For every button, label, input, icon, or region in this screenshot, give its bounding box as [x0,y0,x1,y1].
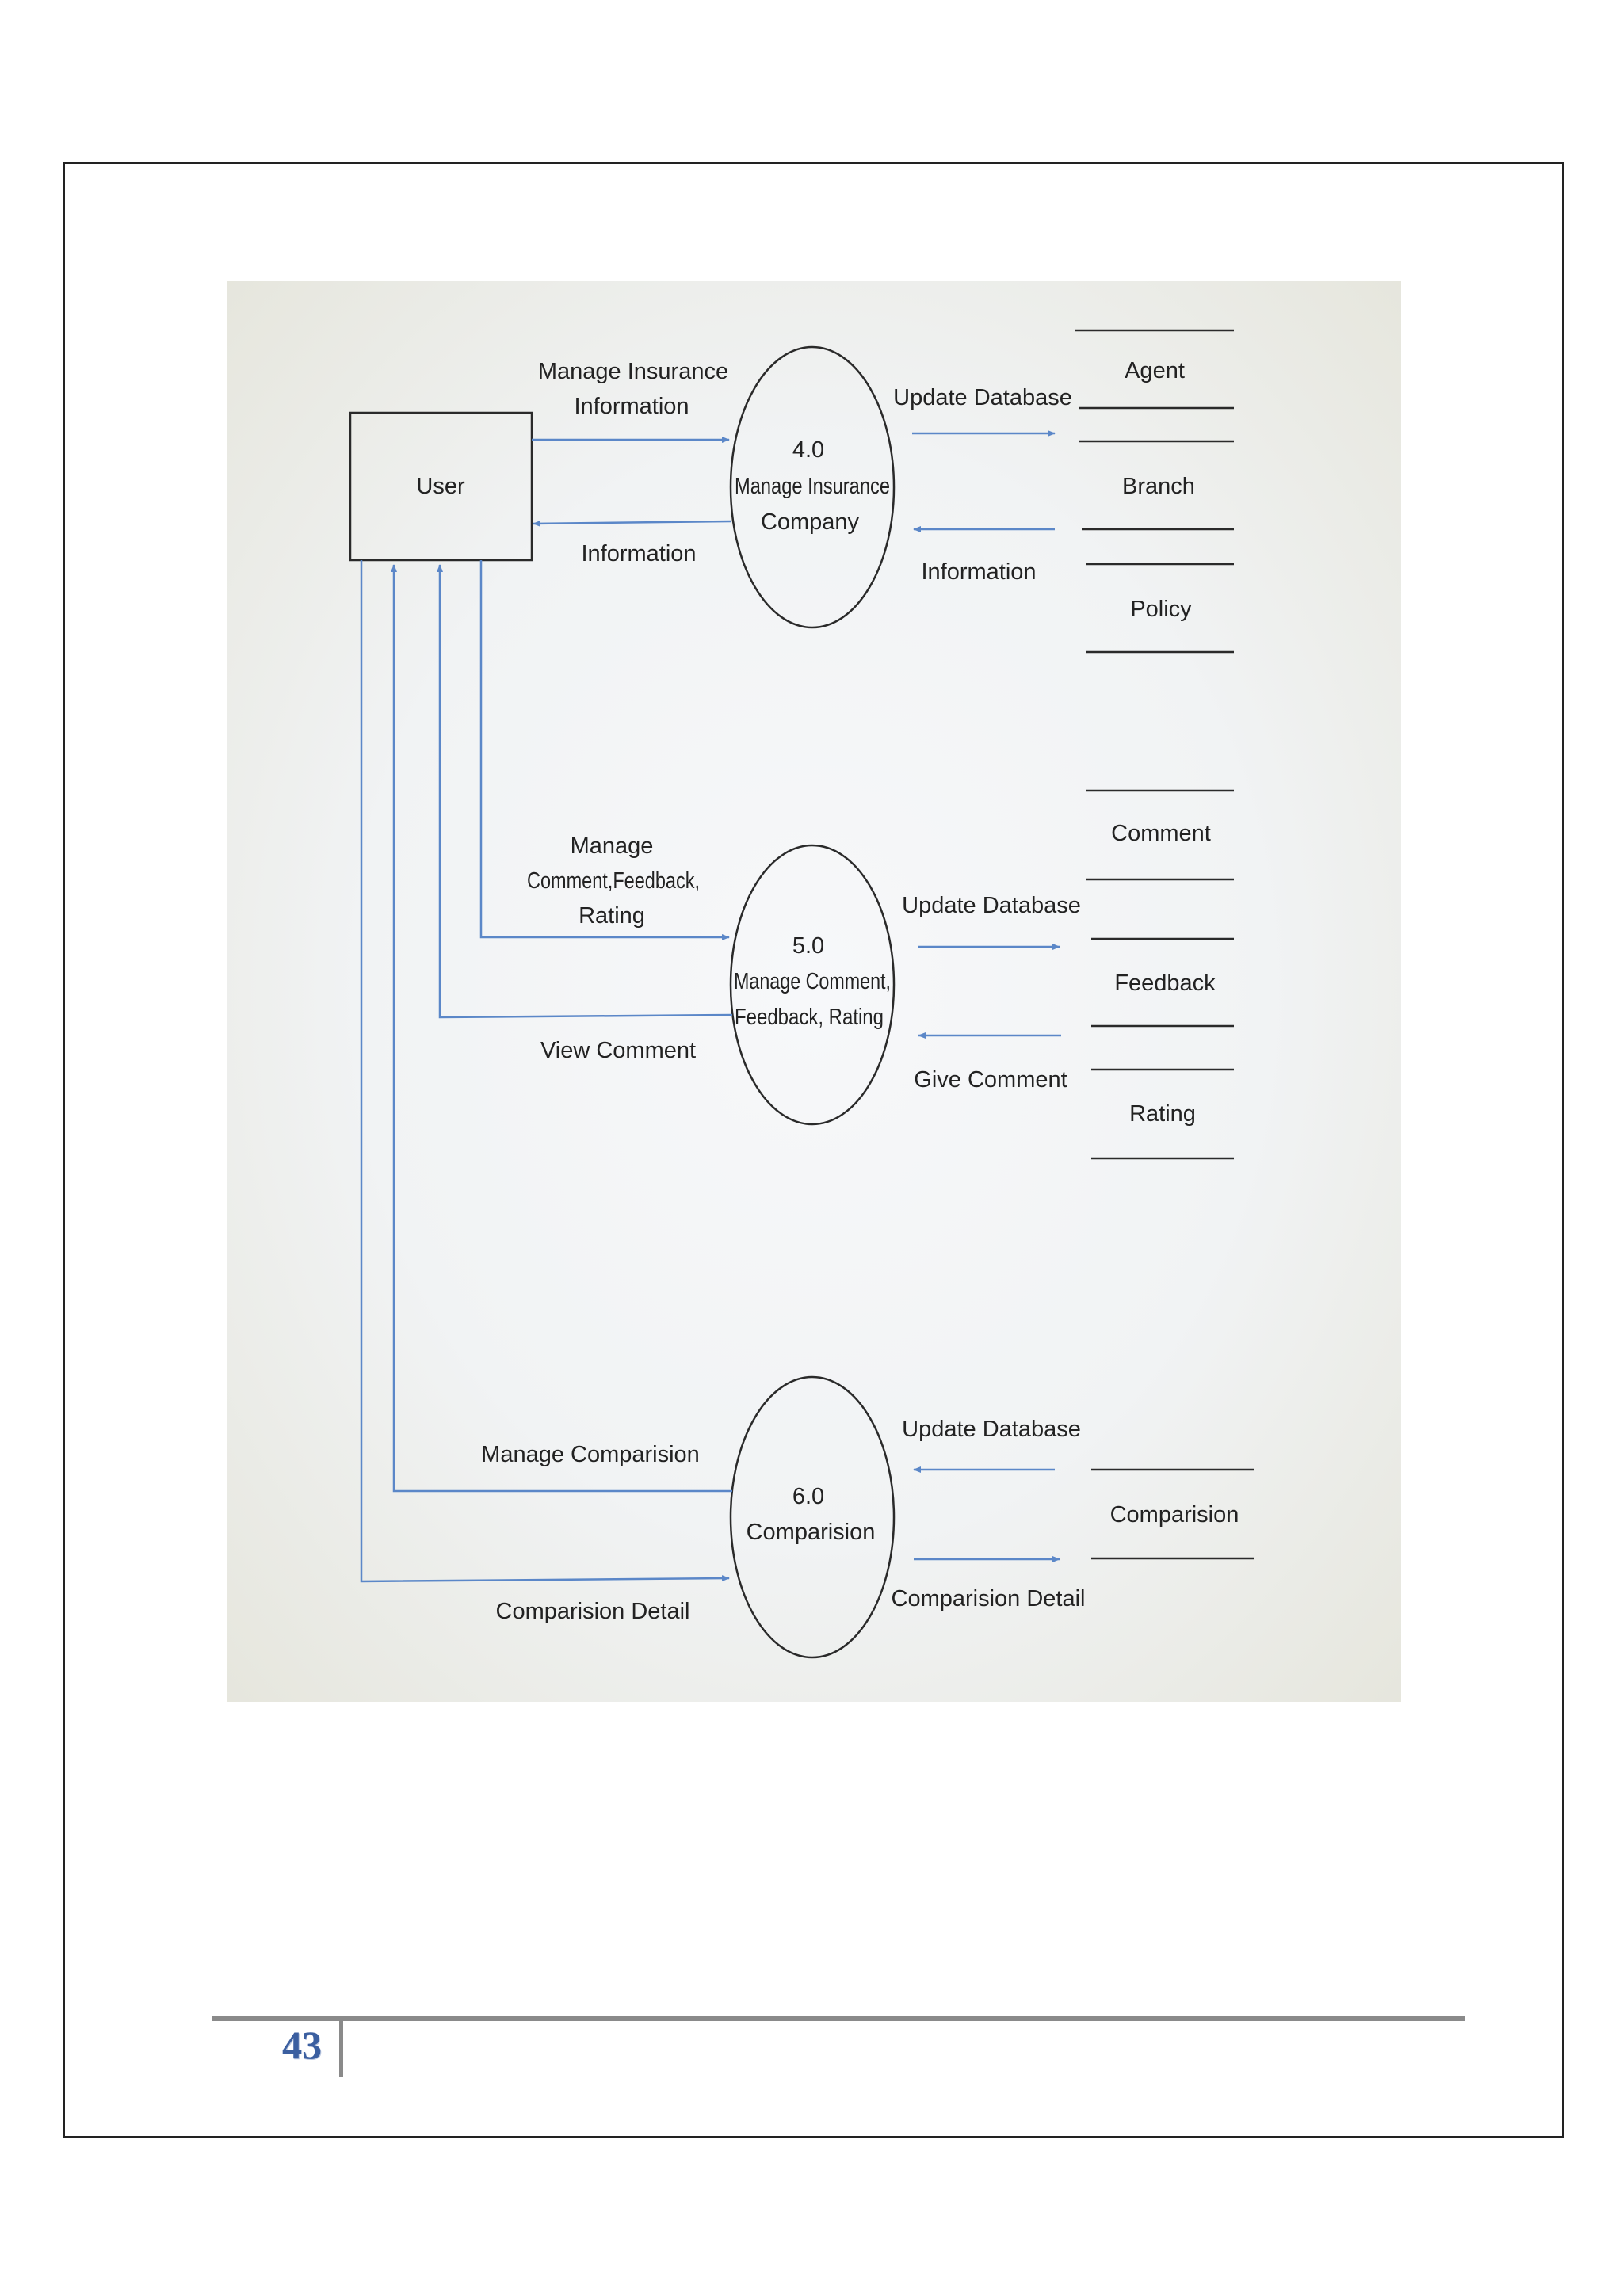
store-rating-label: Rating [1129,1101,1196,1127]
flow-manage-comment-connector [479,560,730,940]
process-5-line2: Feedback, Rating [735,1005,884,1030]
process-4-circle [729,345,896,629]
store-branch-label: Branch [1122,474,1195,499]
flow-manage-comment-label-2: Comment,Feedback, [527,868,700,894]
process-5-line1: Manage Comment, [734,969,891,994]
process-4-line2: Company [761,509,860,535]
process-4-id: 4.0 [792,437,824,463]
flow-manage-insurance-label-2: Information [574,394,689,419]
flow-update-db-6-label: Update Database [902,1417,1081,1442]
footer-divider [339,2019,343,2077]
flow-manage-comparision-label: Manage Comparision [481,1442,700,1467]
flow-information-to-user-label: Information [581,541,696,566]
process-6-line1: Comparision [747,1520,876,1545]
process-6-circle [729,1375,896,1659]
store-policy-label: Policy [1130,597,1192,622]
flow-update-db-5-label: Update Database [902,893,1081,918]
flow-update-db-4-label: Update Database [893,385,1072,410]
flow-comparision-detail-store-label: Comparision Detail [892,1586,1086,1611]
store-comparision-label: Comparision [1110,1502,1239,1527]
flow-give-comment-label: Give Comment [914,1067,1067,1093]
footer-rule [212,2016,1465,2021]
flow-information-to-user-arrow [533,520,731,527]
process-6-id: 6.0 [792,1484,824,1509]
flow-manage-comparision-connector [391,564,732,1493]
process-5-id: 5.0 [792,933,824,959]
page-frame [63,162,1564,2138]
flow-view-comment-label: View Comment [540,1038,696,1063]
page-number: 43 [282,2023,322,2067]
flow-information-from-store-label: Information [921,559,1036,585]
store-comment-label: Comment [1111,821,1211,846]
process-5-circle [729,844,896,1126]
flow-comparision-detail-user-label: Comparision Detail [496,1599,690,1624]
store-feedback-label: Feedback [1114,971,1216,996]
flow-manage-comment-label-3: Rating [579,903,645,929]
user-entity-box [349,411,533,562]
data-flow-diagram: User 4.0 Manage Insurance Company 5.0 Ma… [349,329,1254,1659]
user-entity-label: User [416,474,465,499]
flow-manage-insurance-label-1: Manage Insurance [538,359,728,384]
process-4-line1: Manage Insurance [735,474,890,499]
flow-manage-comment-label-1: Manage [571,833,654,859]
diagram-panel: User 4.0 Manage Insurance Company 5.0 Ma… [227,281,1401,1702]
store-agent-label: Agent [1125,358,1185,383]
flow-view-comment-connector [437,564,733,1019]
flow-comparision-detail-connector [360,560,730,1583]
